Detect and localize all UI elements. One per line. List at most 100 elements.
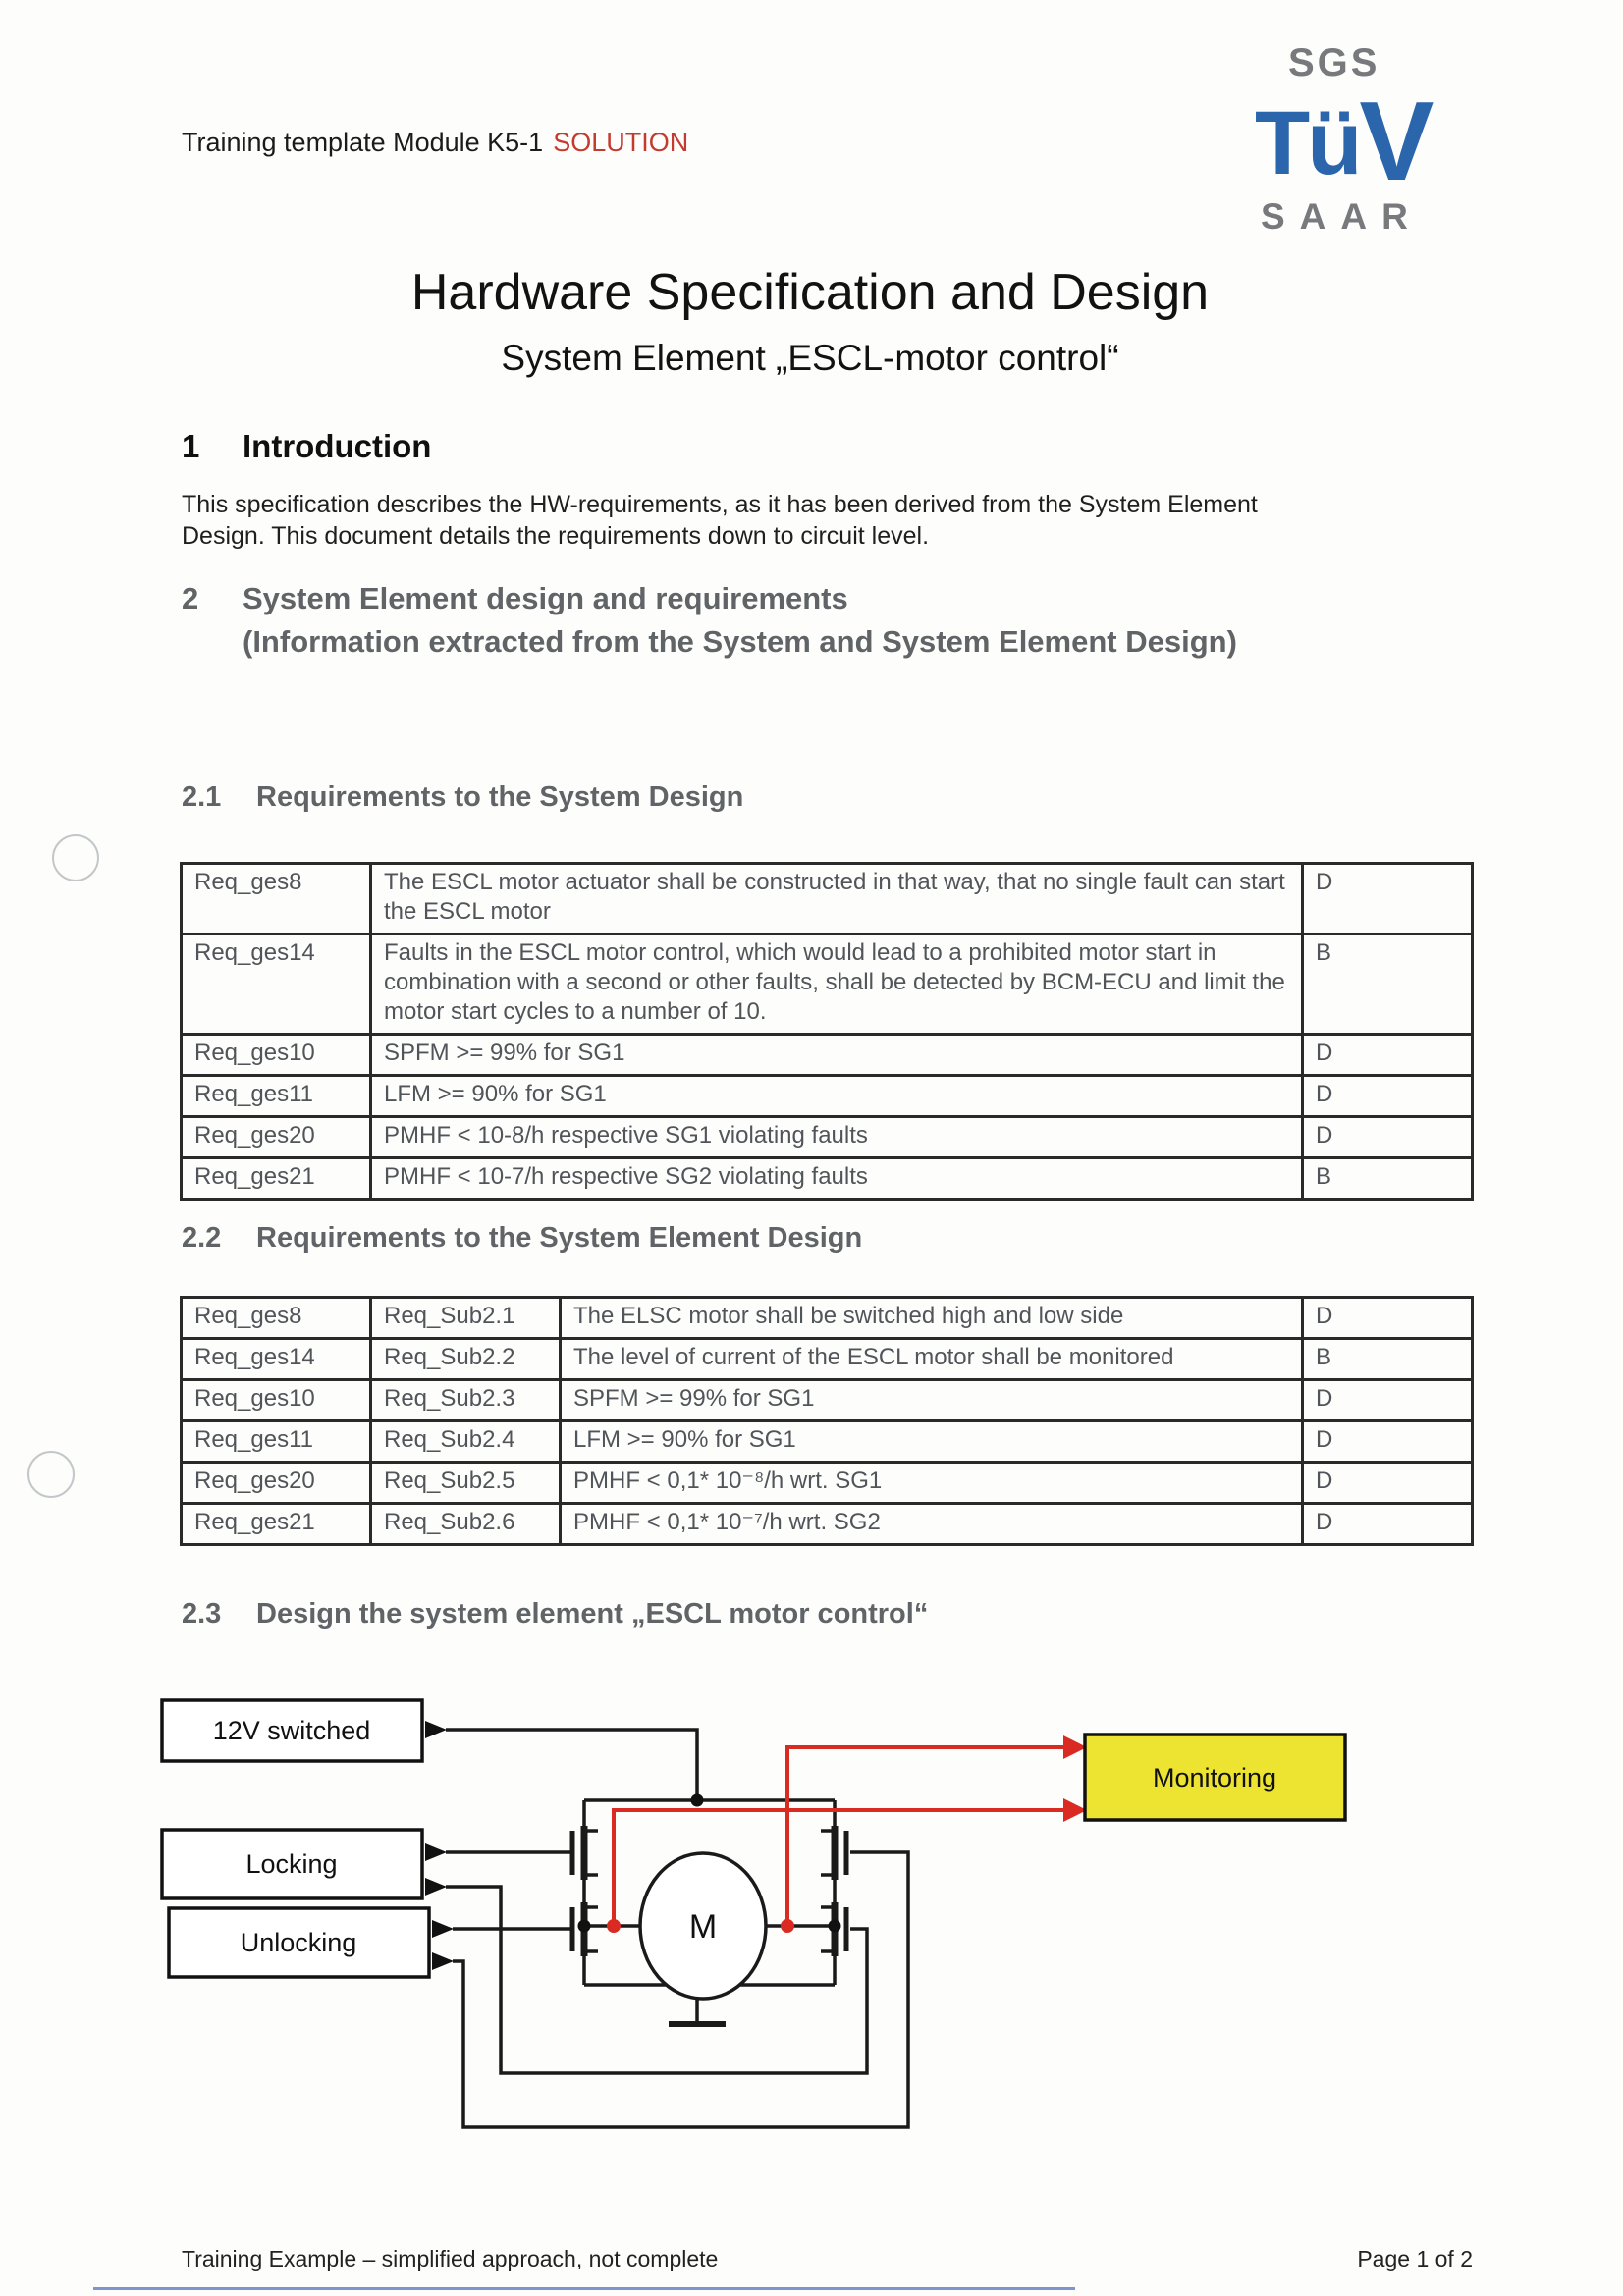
section-2-heading: 2 System Element design and requirements…	[182, 577, 1237, 665]
table-cell: LFM >= 90% for SG1	[559, 1419, 1304, 1464]
locking-crossover-wire	[446, 1885, 869, 2075]
section-title: Requirements to the System Design	[256, 781, 744, 813]
unlocking-box-label: Unlocking	[241, 1928, 357, 1957]
table-cell: Req_Sub2.3	[369, 1378, 562, 1422]
sgs-tuv-saar-logo: SGS TüV SAAR	[1255, 43, 1490, 235]
table-cell: Faults in the ESCL motor control, which …	[369, 933, 1304, 1036]
punch-hole	[52, 834, 99, 881]
table-cell: Req_ges21	[180, 1502, 372, 1546]
logo-v-part: V	[1359, 80, 1434, 204]
mosfet-right-high	[821, 1826, 849, 1880]
locking-box	[160, 1828, 424, 1900]
table-cell: SPFM >= 99% for SG1	[559, 1378, 1304, 1422]
table-cell: Req_ges8	[180, 862, 372, 935]
table-cell: B	[1301, 1337, 1474, 1381]
monitoring-box-label: Monitoring	[1153, 1763, 1276, 1792]
table-cell: D	[1301, 1115, 1474, 1159]
section-2-2-heading: 2.2 Requirements to the System Element D…	[182, 1222, 862, 1255]
table-cell: Req_ges14	[180, 933, 372, 1036]
section-number: 2.2	[182, 1222, 222, 1254]
unlocking-crossover-wire	[453, 1850, 910, 2129]
unlocking-arrow-top	[432, 1920, 454, 1938]
motor-label: M	[689, 1908, 717, 1946]
logo-tu-part: Tü	[1255, 93, 1362, 193]
supply-wire	[446, 1728, 699, 1800]
table-cell: The ESCL motor actuator shall be constru…	[369, 862, 1304, 935]
header-text: Training template Module K5-1 SOLUTION	[182, 128, 688, 158]
logo-tuv-text: TüV	[1255, 80, 1490, 198]
table-cell: B	[1301, 933, 1474, 1036]
table-cell: D	[1301, 1378, 1474, 1422]
table-cell: PMHF < 10-8/h respective SG1 violating f…	[369, 1115, 1304, 1159]
junction-dot	[828, 1919, 841, 1933]
mosfet-left-high	[569, 1826, 598, 1880]
locking-arrow-bottom	[425, 1878, 447, 1896]
monitor-tap-dot-left	[607, 1919, 621, 1933]
section-title: System Element design and requirements (…	[243, 577, 1237, 665]
table-cell: Req_ges21	[180, 1156, 372, 1201]
section-title: Design the system element „ESCL motor co…	[256, 1598, 929, 1629]
header-label: Training template Module K5-1	[182, 128, 544, 157]
table-cell: PMHF < 0,1* 10⁻⁷/h wrt. SG2	[559, 1502, 1304, 1546]
monitor-arrow-bottom	[1063, 1798, 1087, 1822]
title-block: Hardware Specification and Design System…	[147, 263, 1473, 379]
table-cell: Req_ges14	[180, 1337, 372, 1381]
table-cell: Req_Sub2.1	[369, 1296, 562, 1340]
table-cell: SPFM >= 99% for SG1	[369, 1033, 1304, 1077]
monitor-arrow-top	[1063, 1735, 1087, 1759]
junction-dot	[577, 1919, 591, 1933]
supply-arrow	[425, 1721, 447, 1738]
page-title: Hardware Specification and Design	[410, 264, 1210, 321]
monitor-wire-right-terminal	[785, 1745, 1063, 1926]
page-subtitle: System Element „ESCL-motor control“	[501, 338, 1119, 378]
table-cell: Req_ges10	[180, 1378, 372, 1422]
table-cell: Req_ges20	[180, 1115, 372, 1159]
table-cell: B	[1301, 1156, 1474, 1201]
motor-circle	[638, 1851, 768, 2001]
table-cell: Req_Sub2.5	[369, 1461, 562, 1505]
section-2-1-heading: 2.1 Requirements to the System Design	[182, 781, 743, 814]
table-cell: D	[1301, 1502, 1474, 1546]
table-cell: Req_Sub2.6	[369, 1502, 562, 1546]
junction-dot	[690, 1793, 704, 1807]
section-number: 2.3	[182, 1598, 222, 1629]
table-cell: Req_ges20	[180, 1461, 372, 1505]
section-number: 2	[182, 581, 199, 615]
section-number: 2.1	[182, 781, 222, 813]
table-cell: The level of current of the ESCL motor s…	[559, 1337, 1304, 1381]
table-cell: D	[1301, 1419, 1474, 1464]
monitor-tap-dot-right	[781, 1919, 794, 1933]
section-title: Requirements to the System Element Desig…	[256, 1222, 863, 1254]
monitoring-box	[1083, 1733, 1347, 1822]
table-cell: D	[1301, 1296, 1474, 1340]
table-cell: Req_ges8	[180, 1296, 372, 1340]
table-cell: Req_ges11	[180, 1419, 372, 1464]
table-cell: Req_Sub2.2	[369, 1337, 562, 1381]
table-cell: LFM >= 90% for SG1	[369, 1074, 1304, 1118]
table-cell: PMHF < 0,1* 10⁻⁸/h wrt. SG1	[559, 1461, 1304, 1505]
page-number: Page 1 of 2	[1357, 2246, 1473, 2271]
section-title-line2: (Information extracted from the System a…	[243, 624, 1237, 660]
scan-edge-line	[93, 2287, 1075, 2290]
monitor-wire-left-terminal	[612, 1808, 1063, 1926]
table-cell: D	[1301, 1074, 1474, 1118]
section-number: 1	[182, 428, 200, 464]
page-footer: Training Example – simplified approach, …	[182, 2246, 1473, 2272]
header-solution-label: SOLUTION	[553, 128, 689, 157]
unlocking-arrow-bottom	[432, 1952, 454, 1970]
locking-arrow-top	[425, 1843, 447, 1861]
locking-box-label: Locking	[245, 1849, 337, 1879]
table-cell: The ELSC motor shall be switched high an…	[559, 1296, 1304, 1340]
section-title-line1: System Element design and requirements	[243, 581, 848, 615]
